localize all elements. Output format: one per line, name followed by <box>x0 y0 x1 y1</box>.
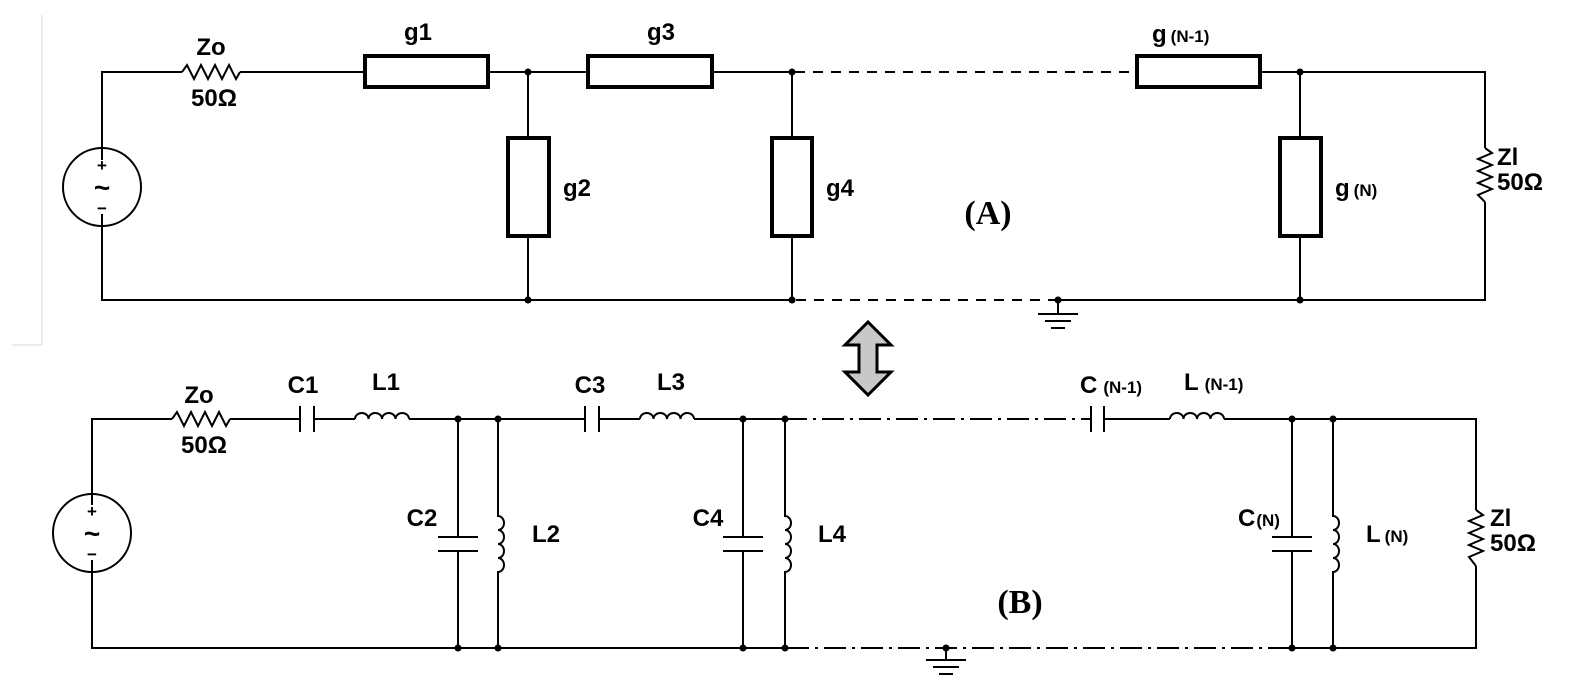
junction-dot <box>1288 644 1296 652</box>
g2-label: g2 <box>563 175 591 202</box>
g1-label: g1 <box>404 19 432 46</box>
panel-a-label: (A) <box>964 195 1011 232</box>
zo-label: Zo <box>196 34 225 61</box>
c2-label: C2 <box>407 505 438 532</box>
ln-label: L(N) <box>1366 521 1408 548</box>
wire <box>91 560 785 649</box>
wire <box>101 71 182 160</box>
junction-dot <box>524 296 532 304</box>
wire <box>1104 418 1477 510</box>
ground-symbol <box>1038 296 1078 329</box>
junction-dot <box>524 68 532 76</box>
wire <box>1333 566 1477 649</box>
zl-label: Zl <box>1490 505 1511 532</box>
junction-dot <box>494 415 502 423</box>
wire <box>1058 202 1486 301</box>
panel-a: + ~ − Zo 50Ω g1 g3 g(N-1) g2 g4 g(N) Zl … <box>62 19 1543 329</box>
l1-label: L1 <box>372 369 400 396</box>
g4-element <box>770 136 814 238</box>
c1-capacitor <box>299 406 315 432</box>
g4-label: g4 <box>826 175 855 202</box>
zo-resistor <box>181 62 241 82</box>
zl-value: 50Ω <box>1490 530 1536 557</box>
ln-inductor <box>1332 419 1340 648</box>
junction-dot <box>1288 415 1296 423</box>
wire <box>1260 71 1486 148</box>
source-plus: + <box>87 502 97 521</box>
ln1-inductor <box>1169 412 1225 420</box>
panel-b: C1 L1 C3 L3 C(N-1) L(N-1) C2 L2 C4 L4 C(… <box>52 369 1536 675</box>
panel-b-label: (B) <box>997 584 1042 621</box>
g2-element <box>506 136 551 238</box>
c1-label: C1 <box>288 372 319 399</box>
zl-value: 50Ω <box>1497 169 1543 196</box>
ac-source: + ~ − <box>62 147 142 227</box>
junction-dot <box>788 296 796 304</box>
double-arrow-icon <box>841 319 895 398</box>
junction-dot <box>1296 68 1304 76</box>
source-tilde: ~ <box>94 172 110 203</box>
c3-label: C3 <box>575 372 606 399</box>
source-tilde: ~ <box>84 518 100 549</box>
junction-dot <box>494 644 502 652</box>
zo-value: 50Ω <box>191 85 237 112</box>
ln1-label: L(N-1) <box>1184 369 1243 396</box>
gn1-element <box>1135 54 1262 89</box>
l3-inductor <box>639 412 695 420</box>
zl-label: Zl <box>1497 144 1518 171</box>
cn-capacitor <box>1272 536 1312 552</box>
zo-resistor <box>171 409 231 429</box>
junction-dot <box>1296 296 1304 304</box>
junction-dot <box>739 644 747 652</box>
junction-dot <box>454 415 462 423</box>
l3-label: L3 <box>657 369 685 396</box>
g3-label: g3 <box>647 19 675 46</box>
source-plus: + <box>97 156 107 175</box>
cn-label: C(N) <box>1238 505 1280 532</box>
zl-resistor <box>1475 147 1495 203</box>
l2-inductor <box>497 419 505 648</box>
ground-symbol <box>926 644 966 675</box>
l4-label: L4 <box>818 521 847 548</box>
junction-dot <box>739 415 747 423</box>
junction-dot <box>1329 415 1337 423</box>
g1-element <box>363 54 490 89</box>
cn1-capacitor <box>1090 406 1105 432</box>
junction-dot <box>1329 644 1337 652</box>
gn-label: g(N) <box>1335 175 1377 202</box>
junction-dot <box>781 644 789 652</box>
c2-capacitor <box>438 536 478 552</box>
c3-capacitor <box>584 406 600 432</box>
zo-label: Zo <box>184 382 213 409</box>
wire <box>91 418 172 505</box>
ac-source: + ~ − <box>52 493 132 573</box>
l4-inductor <box>784 419 792 648</box>
zo-value: 50Ω <box>181 432 227 459</box>
g3-element <box>586 54 714 89</box>
c4-label: C4 <box>693 505 724 532</box>
zl-resistor <box>1466 509 1486 567</box>
l2-label: L2 <box>532 521 560 548</box>
l1-inductor <box>354 412 410 420</box>
source-minus: − <box>87 545 97 564</box>
junction-dot <box>788 68 796 76</box>
gn1-label: g(N-1) <box>1152 21 1209 48</box>
source-minus: − <box>97 199 107 218</box>
wire <box>101 214 795 301</box>
junction-dot <box>454 644 462 652</box>
junction-dot <box>781 415 789 423</box>
c4-capacitor <box>723 536 763 552</box>
gn-element <box>1278 136 1323 238</box>
cn1-label: C(N-1) <box>1080 372 1142 399</box>
